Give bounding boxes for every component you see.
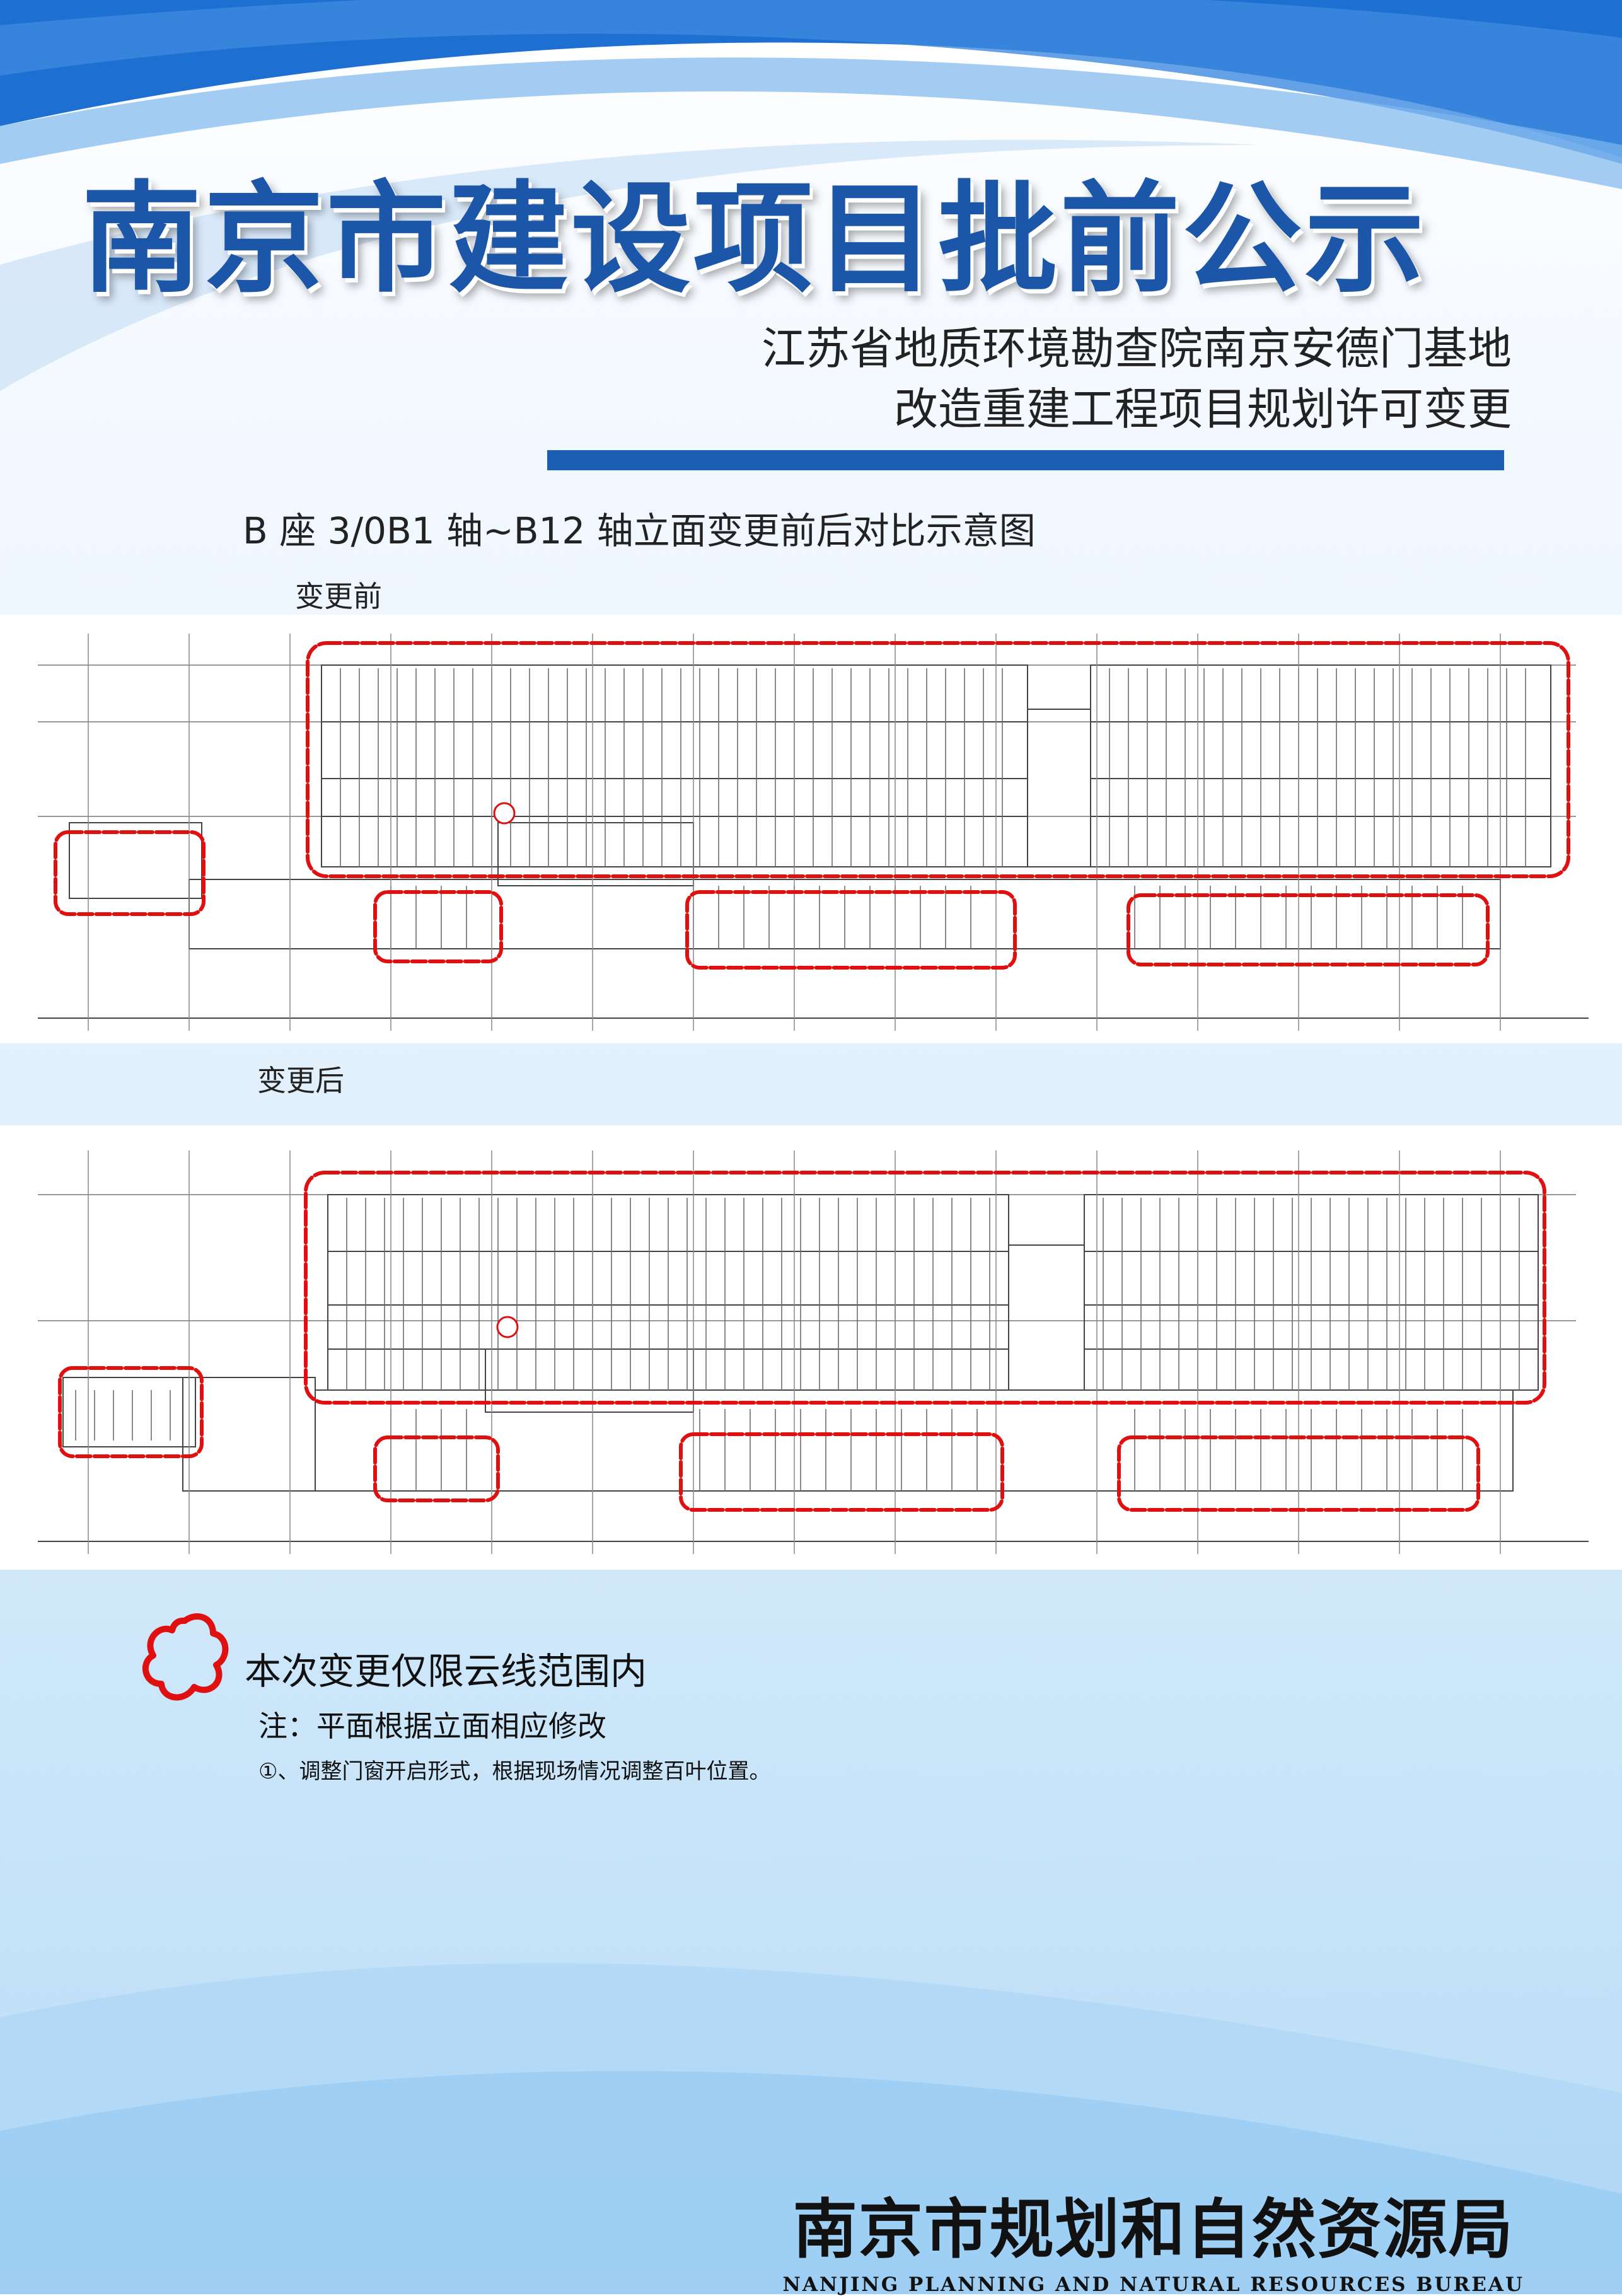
before-label: 变更前	[295, 579, 382, 613]
elevation-after	[0, 1125, 1622, 1570]
elevation-before-drawing	[38, 634, 1589, 1031]
bureau-name-en: NANJING PLANNING AND NATURAL RESOURCES B…	[782, 2273, 1524, 2296]
drawing-subtitle: B 座 3/0B1 轴~B12 轴立面变更前后对比示意图	[243, 509, 1036, 552]
project-name-line2: 改造重建工程项目规划许可变更	[894, 383, 1512, 435]
page-title: 南京市建设项目批前公示	[81, 168, 1427, 309]
legend-note: 注：平面根据立面相应修改	[258, 1709, 606, 1743]
elevation-after-drawing	[38, 1151, 1589, 1554]
title-underline-bar	[547, 450, 1504, 470]
bureau-signature: 南京市规划和自然资源局 NANJING PLANNING AND NATURAL…	[783, 2178, 1524, 2296]
elevation-before	[0, 615, 1622, 1043]
project-name: 江苏省地质环境勘查院南京安德门基地 改造重建工程项目规划许可变更	[762, 318, 1512, 439]
bureau-name-cn: 南京市规划和自然资源局	[792, 2192, 1514, 2268]
legend-text: 本次变更仅限云线范围内	[245, 1650, 647, 1693]
legend-item-1: ①、调整门窗开启形式，根据现场情况调整百叶位置。	[258, 1759, 771, 1784]
project-name-line1: 江苏省地质环境勘查院南京安德门基地	[762, 323, 1512, 374]
after-label: 变更后	[257, 1064, 344, 1098]
revision-cloud-icon	[142, 1613, 229, 1701]
